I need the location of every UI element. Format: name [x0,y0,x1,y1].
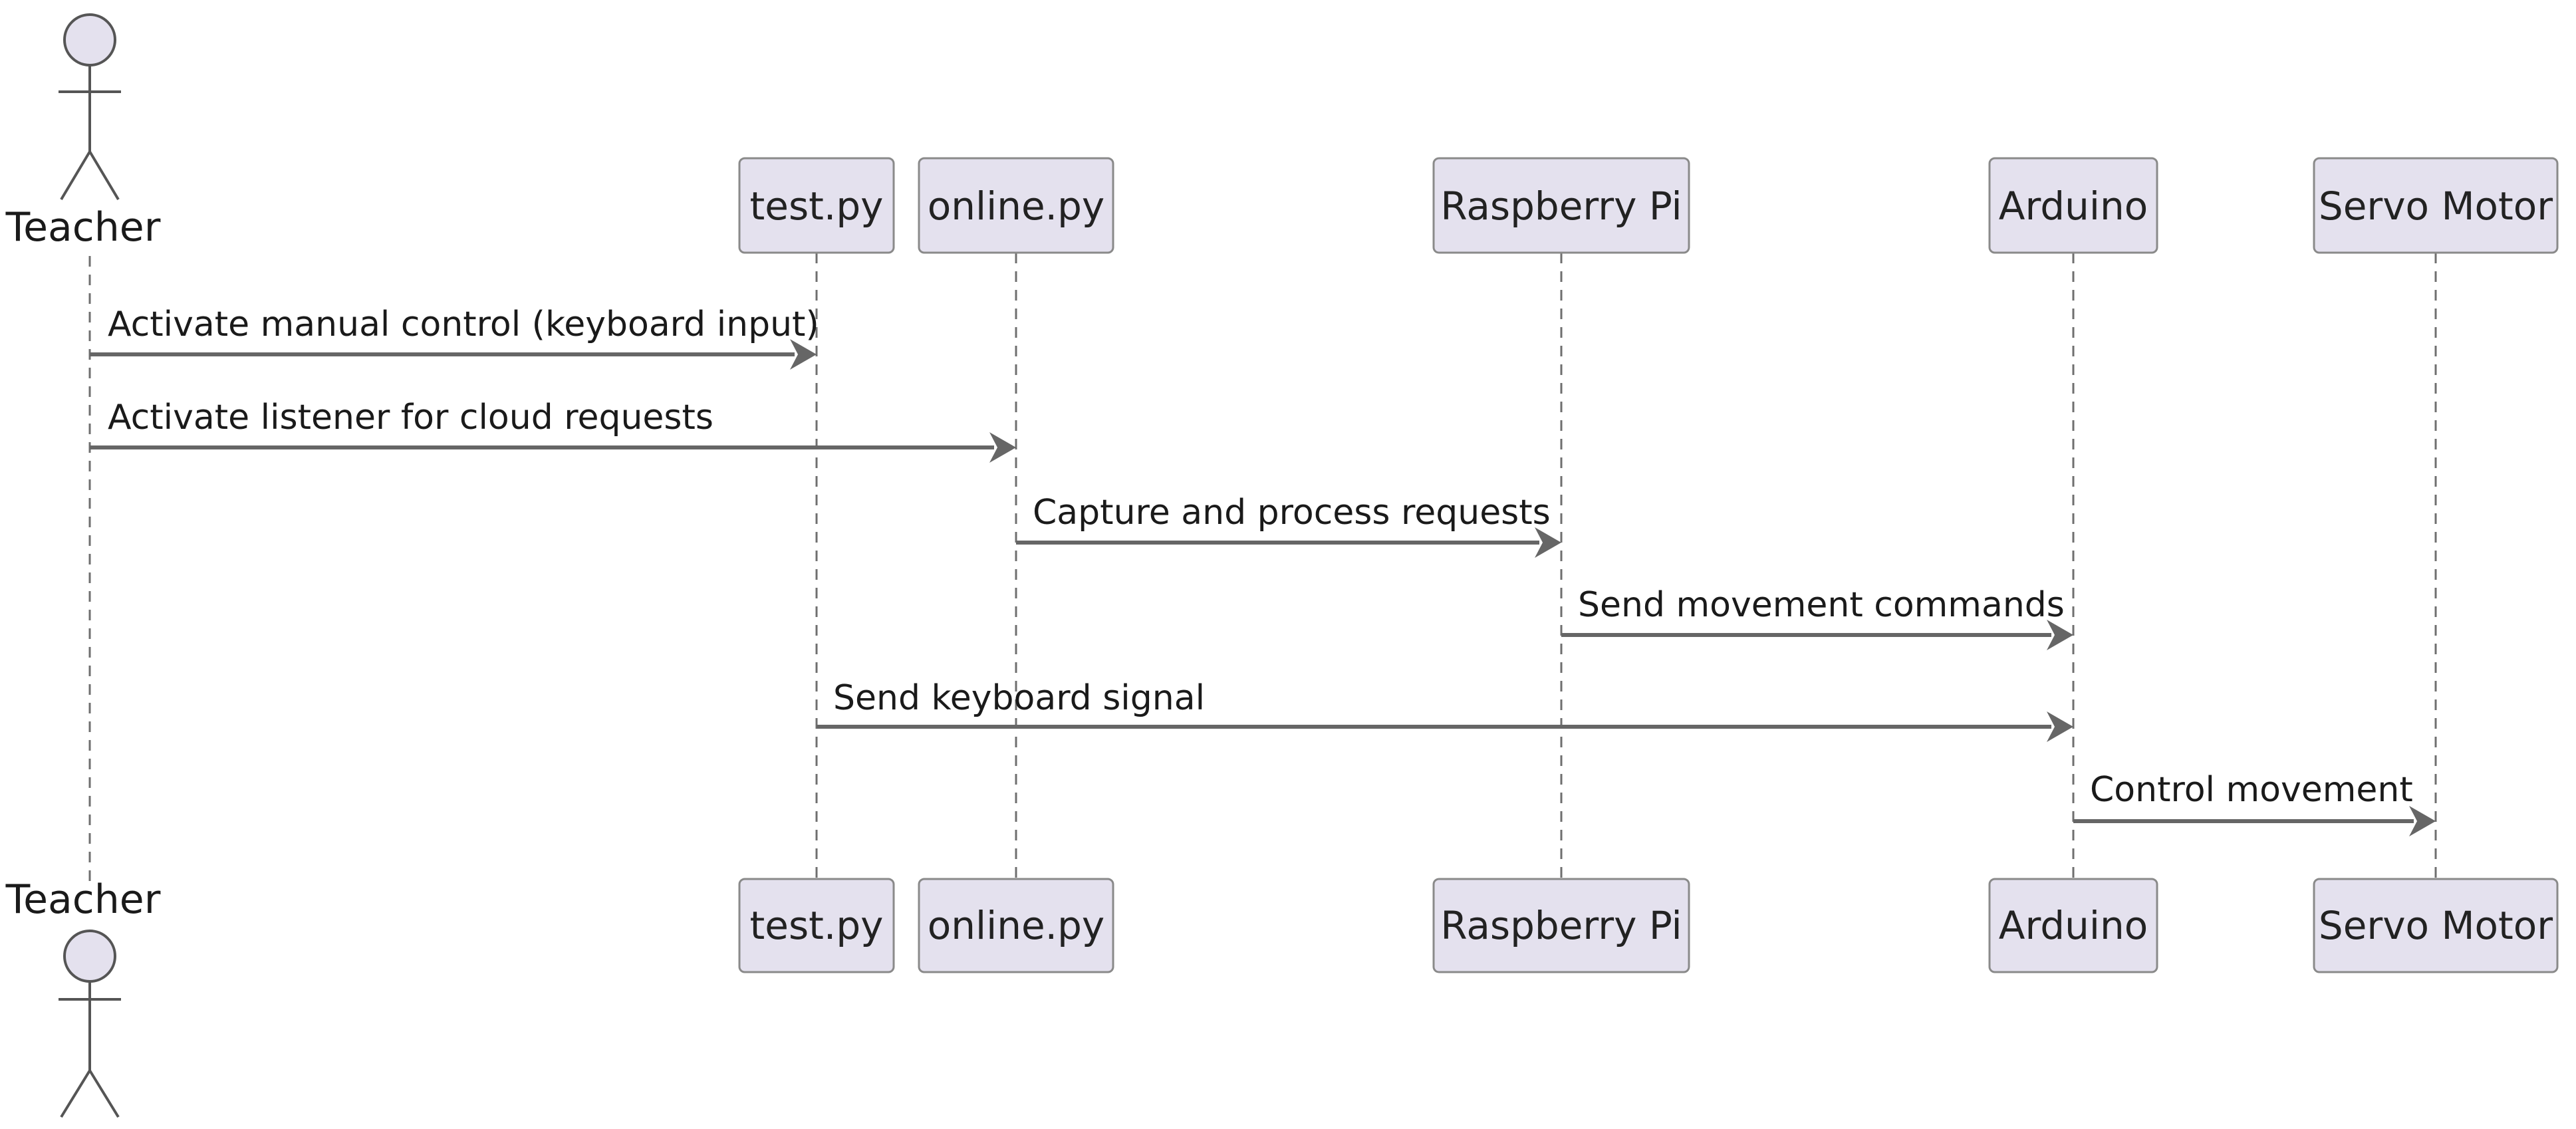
arrowhead-icon [2047,711,2073,742]
participant-label: Arduino [1999,903,2148,948]
participant-servo-bottom: Servo Motor [2313,878,2559,973]
participant-online-top: online.py [918,157,1114,254]
actor-label: Teacher [5,876,161,923]
actor-teacher-top: Teacher [5,13,161,251]
participant-rpi-bottom: Raspberry Pi [1432,878,1690,973]
message-2: Activate listener for cloud requests [90,398,1016,463]
participant-label: Servo Motor [2319,184,2553,229]
participant-label: test.py [750,903,884,948]
participant-test-top: test.py [738,157,895,254]
message-6: Control movement [2073,770,2436,836]
message-label: Send keyboard signal [833,678,1205,718]
actor-teacher-bottom: Teacher [5,876,161,1118]
arrowhead-icon [989,432,1016,463]
message-label: Control movement [2090,770,2413,810]
message-label: Activate manual control (keyboard input) [108,305,819,344]
participant-label: test.py [750,184,884,229]
participant-label: Raspberry Pi [1440,903,1682,948]
message-1: Activate manual control (keyboard input) [90,305,819,370]
participant-label: online.py [928,903,1105,948]
participant-arduino-top: Arduino [1988,157,2158,254]
arrowhead-icon [790,339,817,370]
arrowhead-icon [2409,806,2436,836]
stick-figure-actor-icon [59,13,121,201]
participant-label: Arduino [1999,184,2148,229]
participant-label: Raspberry Pi [1440,184,1682,229]
arrowhead-icon [1535,527,1561,558]
message-4: Send movement commands [1561,585,2073,650]
participant-servo-top: Servo Motor [2313,157,2559,254]
participant-label: online.py [928,184,1105,229]
participant-rpi-top: Raspberry Pi [1432,157,1690,254]
participant-test-bottom: test.py [738,878,895,973]
stick-figure-actor-icon [59,930,121,1118]
message-label: Capture and process requests [1033,493,1551,533]
message-label: Activate listener for cloud requests [108,398,713,438]
participant-arduino-bottom: Arduino [1988,878,2158,973]
message-3: Capture and process requests [1016,493,1561,558]
message-label: Send movement commands [1578,585,2065,625]
actor-label: Teacher [5,204,161,251]
arrowhead-icon [2047,620,2073,650]
message-5: Send keyboard signal [817,678,2073,742]
participant-online-bottom: online.py [918,878,1114,973]
participant-label: Servo Motor [2319,903,2553,948]
